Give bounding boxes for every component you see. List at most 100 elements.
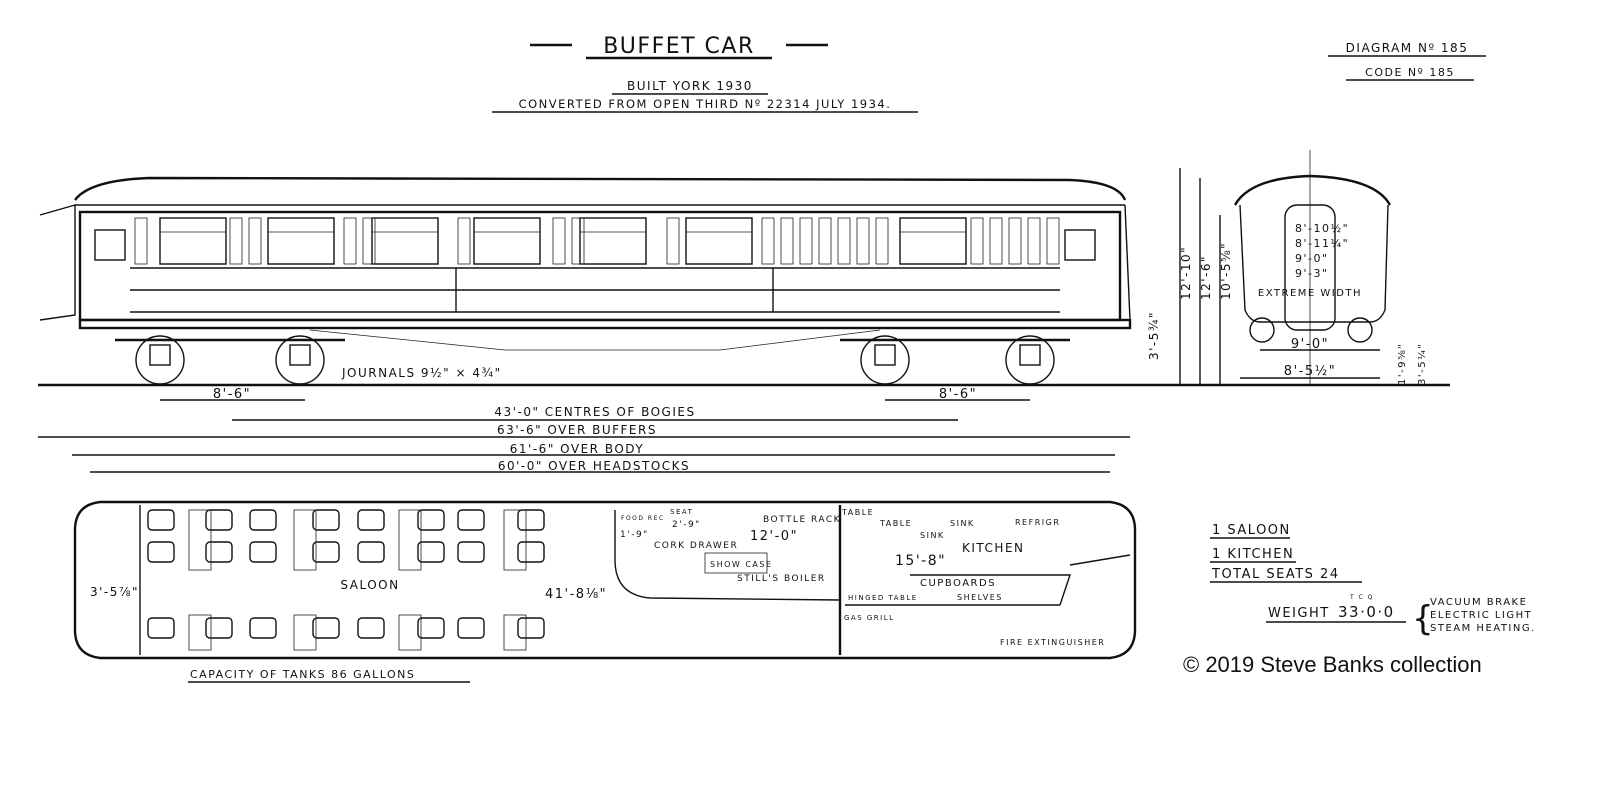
summary-saloon: 1 SALOON xyxy=(1212,523,1291,538)
bogie-wheelbase-left: 8'-6" xyxy=(213,387,251,402)
food-rec-label: FOOD REC xyxy=(621,515,665,522)
cork-drawer-label: CORK DRAWER xyxy=(654,541,738,551)
window xyxy=(685,217,753,265)
seat xyxy=(249,509,277,531)
seat-label: SEAT xyxy=(670,508,693,516)
seat xyxy=(312,541,340,563)
fire-extinguisher-label: FIRE EXTINGUISHER xyxy=(1000,638,1105,647)
axlebox xyxy=(289,344,311,366)
seat xyxy=(457,617,485,639)
window xyxy=(267,217,335,265)
panel xyxy=(1008,217,1022,265)
panel xyxy=(856,217,870,265)
panel xyxy=(970,217,984,265)
end-window xyxy=(94,229,126,261)
panel xyxy=(457,217,471,265)
axlebox xyxy=(874,344,896,366)
bar-length: 12'-0" xyxy=(750,529,798,544)
sink-label-2: SINK xyxy=(950,519,975,528)
over-buffers-dim: 63'-6" OVER BUFFERS xyxy=(497,423,657,437)
end-body xyxy=(1239,204,1389,323)
seat xyxy=(517,509,545,531)
width-3: 9'-0" xyxy=(1295,252,1329,265)
panel xyxy=(780,217,794,265)
seat xyxy=(205,541,233,563)
bogie-width: 9'-0" xyxy=(1291,337,1329,352)
table-label-1: TABLE xyxy=(841,508,874,517)
height-roof: 12'-6" xyxy=(1199,255,1213,300)
shelves-label: SHELVES xyxy=(957,593,1003,602)
panel xyxy=(571,217,585,265)
axlebox xyxy=(1019,344,1041,366)
bogie-centres-dim: 43'-0" CENTRES OF BOGIES xyxy=(494,405,695,419)
buffer-height: 3'-5¾" xyxy=(1147,311,1161,360)
roof xyxy=(74,176,1127,201)
panel xyxy=(1046,217,1060,265)
truss-rod xyxy=(309,329,881,351)
panel xyxy=(229,217,243,265)
copyright-notice: © 2019 Steve Banks collection xyxy=(1183,652,1482,677)
saloon-length: 41'-8⅛" xyxy=(545,587,607,602)
end-view: 8'-10½" 8'-11¼" 9'-0" 9'-3" EXTREME WIDT… xyxy=(1233,150,1428,385)
equipment-steam-heating: STEAM HEATING. xyxy=(1430,623,1536,634)
axlebox xyxy=(149,344,171,366)
panel xyxy=(875,217,889,265)
width-2: 8'-11¼" xyxy=(1295,237,1349,250)
diagram-number: DIAGRAM Nº 185 xyxy=(1346,41,1469,55)
height-dimensions: 12'-10" 12'-6" 10'-5⅝" xyxy=(1179,168,1233,385)
dim-1-9: 1'-9" xyxy=(620,530,649,540)
seat xyxy=(147,541,175,563)
panel xyxy=(343,217,357,265)
window xyxy=(159,217,227,265)
brace: { xyxy=(1412,599,1435,639)
end-window xyxy=(1064,229,1096,261)
panel xyxy=(134,217,148,265)
panel xyxy=(362,217,376,265)
panel xyxy=(666,217,680,265)
weight-units: T C Q xyxy=(1349,594,1374,601)
seat xyxy=(312,617,340,639)
seat xyxy=(312,509,340,531)
table-label-2: TABLE xyxy=(879,519,912,528)
side-elevation: JOURNALS 9½" × 4¾" 3'-5¾" 12'-10" 12'-6"… xyxy=(38,168,1450,387)
table xyxy=(503,509,527,571)
equipment-vacuum-brake: VACUUM BRAKE xyxy=(1430,597,1527,608)
kitchen-length: 15'-8" xyxy=(895,553,946,569)
code-number: CODE Nº 185 xyxy=(1365,66,1455,79)
wheel xyxy=(275,335,325,385)
height-body: 10'-5⅝" xyxy=(1219,242,1233,300)
kitchen-label: KITCHEN xyxy=(962,541,1025,555)
bottle-rack-label: BOTTLE RACK xyxy=(763,515,841,525)
wheel xyxy=(860,335,910,385)
end-roof xyxy=(1233,174,1392,206)
table xyxy=(188,509,212,571)
stills-boiler-label: STILL'S BOILER xyxy=(737,574,826,584)
hinged-table-label: HINGED TABLE xyxy=(848,594,918,602)
table xyxy=(293,614,317,651)
show-case-label: SHOW CASE xyxy=(710,560,773,569)
seat xyxy=(417,509,445,531)
gas-grill-label: GAS GRILL xyxy=(844,614,895,622)
panel xyxy=(837,217,851,265)
seat xyxy=(457,541,485,563)
solebar xyxy=(78,318,1132,330)
wheel xyxy=(1005,335,1055,385)
summary-kitchen: 1 KITCHEN xyxy=(1212,547,1294,562)
panel xyxy=(989,217,1003,265)
body-side xyxy=(78,210,1122,322)
extreme-width-label: EXTREME WIDTH xyxy=(1258,288,1362,299)
cupboards-label: CUPBOARDS xyxy=(920,578,996,589)
table xyxy=(398,509,422,571)
saloon-label: SALOON xyxy=(340,578,399,592)
seat xyxy=(357,509,385,531)
end-dim: 3'-5⅞" xyxy=(90,585,139,599)
over-headstocks-dim: 60'-0" OVER HEADSTOCKS xyxy=(498,459,690,473)
step-height-1: 1'-9⅝" xyxy=(1397,343,1408,385)
seat xyxy=(417,617,445,639)
width-4: 9'-3" xyxy=(1295,267,1329,280)
width-1: 8'-10½" xyxy=(1295,222,1349,235)
sink-label-1: SINK xyxy=(920,531,945,540)
panel xyxy=(799,217,813,265)
table xyxy=(398,614,422,651)
